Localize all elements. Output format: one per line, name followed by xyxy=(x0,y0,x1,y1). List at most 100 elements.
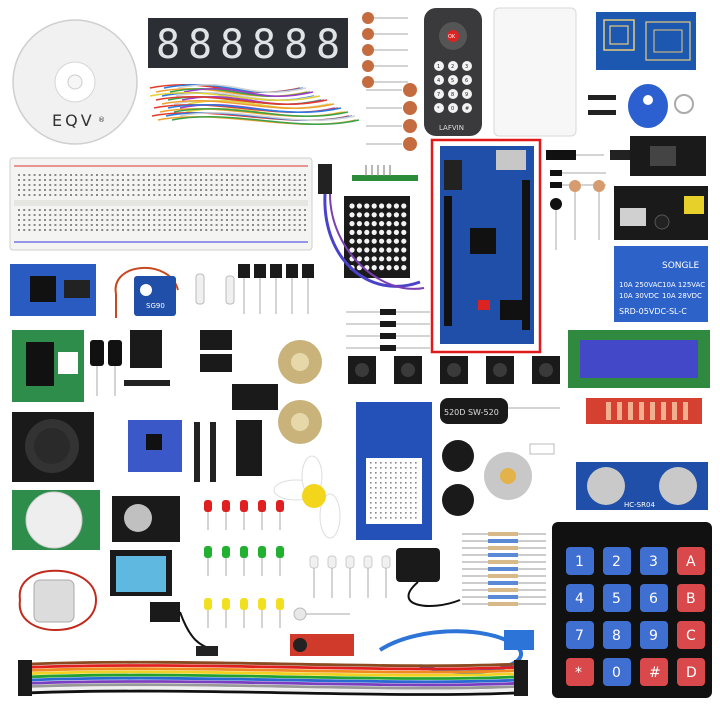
led xyxy=(276,500,284,512)
breadboard-hole xyxy=(283,174,286,176)
mini-breadboard-hole xyxy=(385,477,387,479)
resistor-body xyxy=(488,532,518,536)
breadboard-hole xyxy=(215,229,218,231)
mini-breadboard-hole xyxy=(375,507,377,509)
breadboard-hole xyxy=(215,179,218,181)
mini-breadboard-hole xyxy=(380,472,382,474)
breadboard-hole xyxy=(44,189,46,191)
breadboard-hole xyxy=(75,209,78,211)
breadboard-hole xyxy=(293,209,296,211)
mini-breadboard-hole xyxy=(385,462,387,464)
relay-module: SONGLE 10A 250VAC 10A 125VAC 10A 30VDC 1… xyxy=(614,246,708,322)
lcd-display xyxy=(568,330,710,388)
mini-breadboard-hole xyxy=(415,482,417,484)
mini-breadboard-hole xyxy=(370,507,372,509)
ribbon-wire xyxy=(29,680,521,687)
mini-breadboard-hole xyxy=(405,502,407,504)
resistor-body xyxy=(488,567,518,571)
breadboard-hole xyxy=(90,224,93,226)
breadboard-hole xyxy=(210,224,213,226)
breadboard-hole xyxy=(168,179,171,181)
photoresistors xyxy=(546,150,605,250)
matrix-dot xyxy=(349,247,355,253)
keypad-key xyxy=(603,584,631,612)
matrix-dot xyxy=(393,229,399,235)
breadboard-hole xyxy=(163,219,166,221)
breadboard-hole xyxy=(90,179,93,181)
breadboard-hole xyxy=(64,194,67,196)
breadboard-hole xyxy=(262,224,265,226)
mini-breadboard-hole xyxy=(400,492,402,494)
breadboard-hole xyxy=(122,189,124,191)
buzzers xyxy=(442,440,474,516)
breadboard-hole xyxy=(163,189,166,191)
keypad-key xyxy=(677,621,705,649)
mini-breadboard-hole xyxy=(370,502,372,504)
breadboard-hole xyxy=(236,174,239,176)
breadboard-hole xyxy=(49,229,52,231)
breadboard-hole xyxy=(64,219,67,221)
ribbon-wire xyxy=(29,689,521,696)
breadboard-hole xyxy=(252,174,254,176)
breadboard-hole xyxy=(205,174,208,176)
segment-digit: 8 xyxy=(220,22,244,68)
breadboard-hole xyxy=(262,194,265,196)
breadboard-hole xyxy=(33,219,36,221)
breadboard-hole xyxy=(148,219,150,221)
header-strip xyxy=(444,196,452,326)
led xyxy=(204,546,212,558)
breadboard-hole xyxy=(231,229,234,231)
matrix-dot xyxy=(379,212,385,218)
breadboard-hole xyxy=(80,174,83,176)
keypad-key xyxy=(603,621,631,649)
breadboard-hole xyxy=(38,184,41,186)
breadboard-hole xyxy=(220,184,223,186)
matrix-dot xyxy=(379,203,385,209)
breadboard-hole xyxy=(205,229,208,231)
breadboard-hole xyxy=(38,214,41,216)
breadboard-hole xyxy=(226,189,228,191)
matrix-dot xyxy=(356,238,362,244)
breadboard-hole xyxy=(44,174,46,176)
ceramic-capacitor xyxy=(403,101,417,115)
ic-chip-wide xyxy=(232,384,278,410)
breadboard-hole xyxy=(137,224,140,226)
breadboard-hole xyxy=(44,194,46,196)
breadboard-hole xyxy=(59,189,62,191)
breadboard-hole xyxy=(23,219,26,221)
push-button-cap xyxy=(401,363,415,377)
breadboard-hole xyxy=(142,174,145,176)
mini-breadboard-hole xyxy=(395,502,397,504)
mini-breadboard-hole xyxy=(405,487,407,489)
mini-breadboard-hole xyxy=(370,497,372,499)
transistors-row xyxy=(238,264,314,314)
breadboard-hole xyxy=(189,219,192,221)
servo-label: SG90 xyxy=(146,302,165,310)
breadboard-hole xyxy=(70,214,72,216)
breadboard-hole xyxy=(85,194,88,196)
breadboard-hole xyxy=(28,209,31,211)
relay-spec-3: 10A 30VDC xyxy=(619,292,659,300)
breadboard-hole xyxy=(231,184,234,186)
breadboard-hole xyxy=(148,179,150,181)
remote-key-label: 6 xyxy=(465,78,468,84)
breadboard-hole xyxy=(236,219,239,221)
breadboard-hole xyxy=(96,214,98,216)
matrix-dot xyxy=(386,203,392,209)
breadboard-hole xyxy=(54,219,57,221)
keypad-key-label: 8 xyxy=(612,628,621,644)
mini-breadboard-hole xyxy=(380,497,382,499)
breadboard-hole xyxy=(44,224,46,226)
breadboard-hole xyxy=(205,194,208,196)
mini-breadboard-hole xyxy=(390,487,392,489)
breadboard-hole xyxy=(304,224,306,226)
breadboard-hole xyxy=(80,219,83,221)
breadboard-hole xyxy=(246,194,249,196)
mini-breadboard-hole xyxy=(370,487,372,489)
matrix-dot xyxy=(349,203,355,209)
breadboard-hole xyxy=(23,209,26,211)
remote-ok-button xyxy=(447,30,459,42)
breadboard-hole xyxy=(205,189,208,191)
